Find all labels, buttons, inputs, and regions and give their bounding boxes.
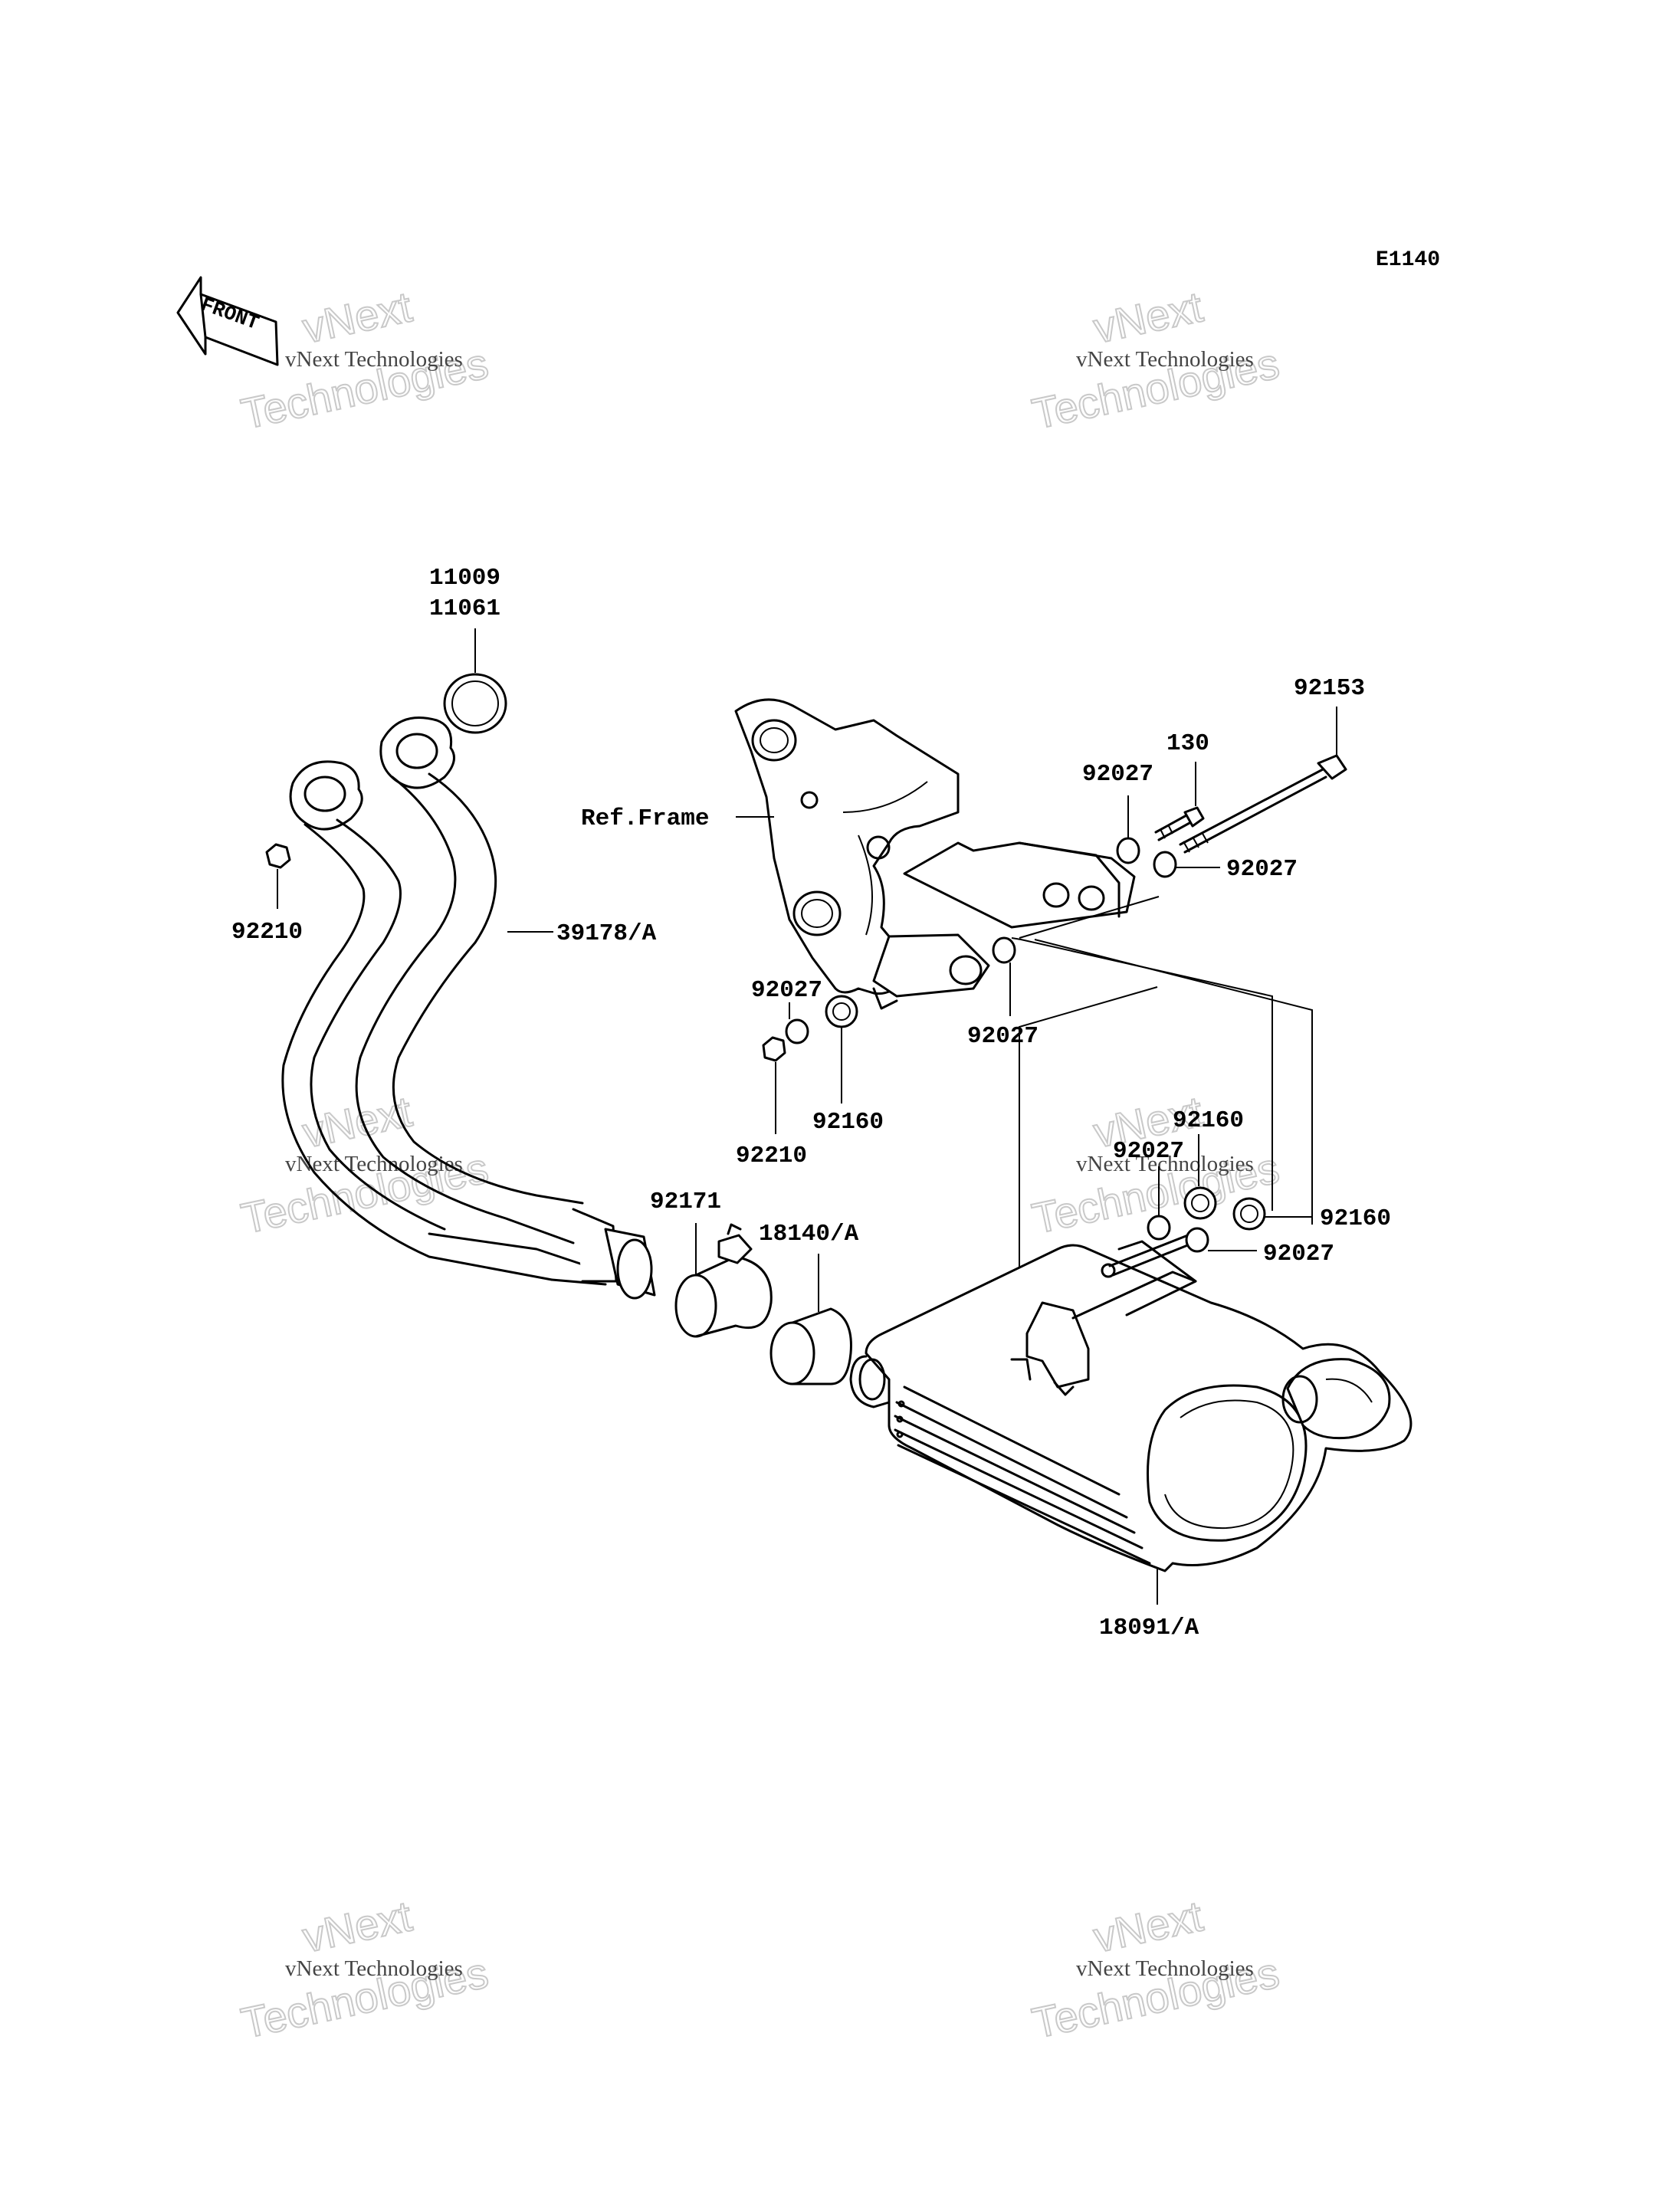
washer-92027-left (785, 1018, 809, 1044)
watermark-caption: vNext Technologies (1076, 1956, 1254, 1981)
part-label-18091: 18091/A (1099, 1615, 1199, 1641)
watermark-line1: vNext (298, 1891, 416, 1961)
ref-line-d (1034, 939, 1313, 1225)
nut-92210-right (762, 1036, 786, 1062)
ref-line-a (1019, 896, 1160, 939)
part-label-92027-top-right: 92027 (1226, 856, 1298, 883)
exhaust-header-pipe (281, 716, 656, 1300)
clamp-92171 (674, 1223, 773, 1338)
grommet-92160-right-lower (1232, 1197, 1266, 1231)
washer-92027-top-right (1153, 851, 1177, 878)
watermark-bottom-left: vNext Technologies vNext Technologies (236, 1890, 493, 2048)
part-label-18140: 18140/A (759, 1221, 859, 1248)
diagram-code: E1140 (1376, 248, 1440, 272)
part-label-92027-mid: 92027 (967, 1023, 1039, 1050)
washer-92027-right-upper (1147, 1215, 1171, 1241)
watermark-line1: vNext (1089, 282, 1207, 352)
part-label-130: 130 (1166, 730, 1209, 757)
watermark-caption: vNext Technologies (1076, 347, 1254, 372)
part-label-92160-left: 92160 (812, 1109, 884, 1136)
part-label-92153: 92153 (1294, 675, 1365, 702)
part-label-92027-top-left: 92027 (1082, 761, 1153, 788)
bolt-92153 (1179, 754, 1347, 854)
front-arrow-icon: FRONT (176, 276, 279, 366)
grommet-92160-right-upper (1183, 1186, 1217, 1220)
part-label-92210-right: 92210 (736, 1143, 807, 1169)
part-label-92210-left: 92210 (231, 919, 303, 946)
collar-92027-mid (992, 936, 1016, 964)
part-label-39178: 39178/A (556, 920, 657, 947)
watermark-caption: vNext Technologies (285, 1956, 463, 1981)
part-label-11009: 11009 (429, 565, 500, 592)
part-label-92027-right-upper: 92027 (1113, 1138, 1184, 1165)
part-label-92171: 92171 (650, 1189, 721, 1215)
frame-bracket (734, 698, 1136, 1010)
watermark-caption: vNext Technologies (1076, 1152, 1254, 1176)
watermark-top-right: vNext Technologies vNext Technologies (1027, 281, 1284, 438)
muffler-18091 (849, 1231, 1413, 1572)
watermark-line1: vNext (298, 282, 416, 352)
nut-92210-left (265, 843, 291, 869)
washer-92027-right-lower (1185, 1227, 1209, 1253)
part-label-92027-left: 92027 (751, 977, 822, 1004)
bolt-130 (1154, 806, 1205, 841)
part-label-11061: 11061 (429, 595, 500, 622)
gasket-sleeve-18140 (769, 1307, 852, 1385)
watermark-line1: vNext (1089, 1891, 1207, 1961)
grommet-92160-left (825, 995, 858, 1028)
part-label-ref-frame: Ref.Frame (581, 805, 709, 832)
part-label-92027-right-lower: 92027 (1263, 1241, 1334, 1267)
watermark-caption: vNext Technologies (285, 347, 463, 372)
part-label-92160-right-lower: 92160 (1320, 1205, 1391, 1232)
watermark-caption: vNext Technologies (285, 1152, 463, 1176)
ref-line-b (1019, 986, 1158, 1356)
part-label-92160-right-upper: 92160 (1173, 1107, 1244, 1134)
gasket-ring (443, 673, 507, 734)
washer-92027-top-left (1116, 837, 1140, 864)
watermark-bottom-right: vNext Technologies vNext Technologies (1027, 1890, 1284, 2048)
